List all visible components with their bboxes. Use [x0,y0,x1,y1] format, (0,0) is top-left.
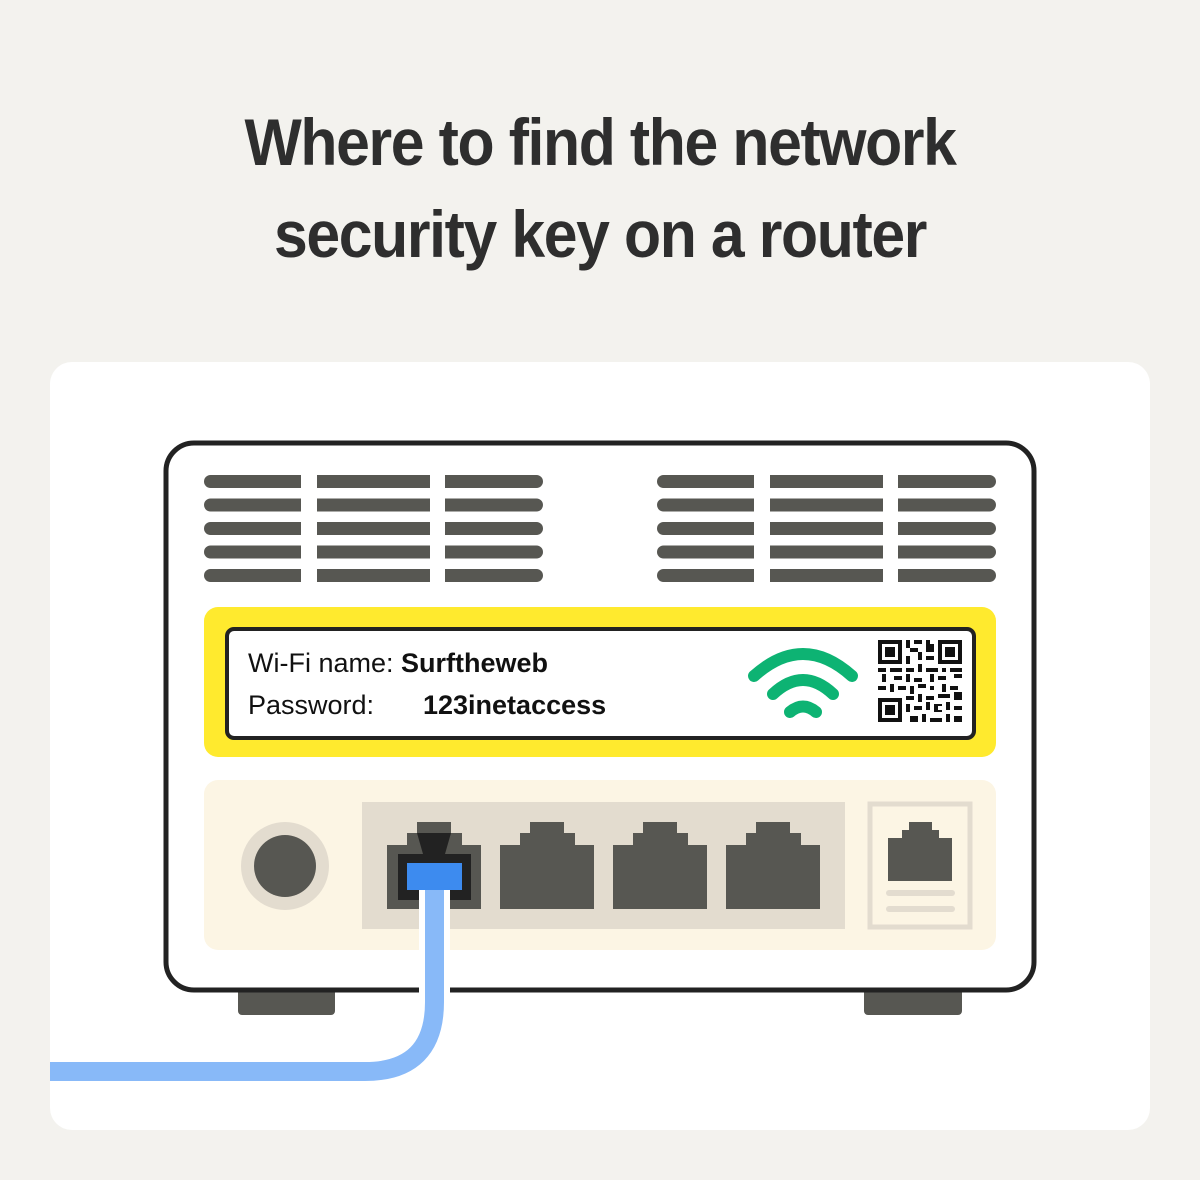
password-value: 123inetaccess [423,690,607,720]
router-sticker [225,627,976,740]
ethernet-cable[interactable] [40,888,450,1087]
password-row: Password: 123inetaccess [248,689,606,721]
password-label: Password: [248,690,375,720]
wifi-name-label: Wi-Fi name: [248,648,394,678]
ethernet-port-4[interactable] [726,822,820,909]
vents-right [657,475,997,582]
power-jack [241,822,329,910]
phone-jack[interactable] [867,801,973,930]
qr-code-icon [878,640,962,722]
title-line-2: security key on a router [274,197,927,271]
wifi-icon [748,648,858,718]
wifi-name-value: Surftheweb [401,648,549,678]
title-line-1: Where to find the network [244,105,956,179]
ethernet-port-3[interactable] [613,822,707,909]
ethernet-plug [407,863,462,890]
page-title: Where to find the network security key o… [48,96,1152,280]
ethernet-port-2[interactable] [500,822,594,909]
vents-left [204,475,544,582]
vent-row [204,475,544,488]
wifi-name-row: Wi-Fi name: Surftheweb [248,647,548,679]
